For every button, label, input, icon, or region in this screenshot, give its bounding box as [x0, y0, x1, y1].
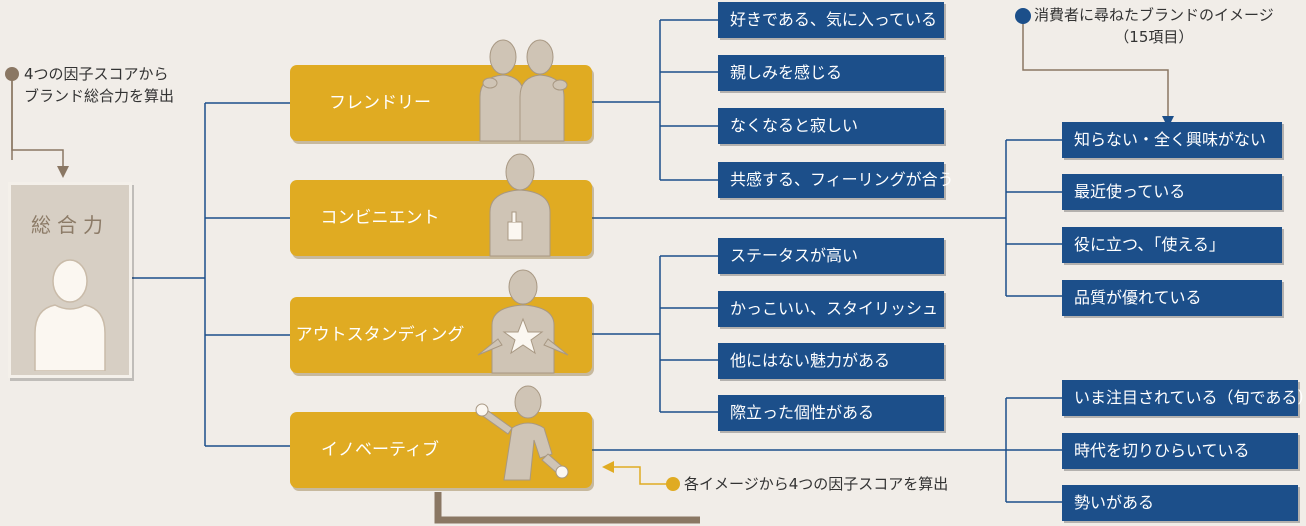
item-box: 品質が優れている: [1062, 280, 1282, 316]
top-left-note: 4つの因子スコアから ブランド総合力を算出: [24, 65, 175, 105]
item-box: 際立った個性がある: [718, 395, 944, 431]
two-people-icon: [479, 39, 568, 142]
item-box: かっこいい、スタイリッシュ: [718, 291, 944, 327]
item-box: 最近使っている: [1062, 174, 1282, 210]
item-box: 勢いがある: [1062, 485, 1298, 521]
star-person-icon: [477, 269, 569, 374]
item-box: 他にはない魅力がある: [718, 343, 944, 379]
factor-outstanding: アウトスタンディング: [290, 269, 592, 374]
item-box: 親しみを感じる: [718, 55, 944, 91]
item-box: 好きである、気に入っている: [718, 2, 944, 38]
factor-outstanding-label: アウトスタンディング: [295, 325, 465, 345]
factor-innovative: イノベーティブ: [290, 385, 592, 488]
factor-innovative-label: イノベーティブ: [321, 440, 439, 460]
top-right-note: 消費者に尋ねたブランドのイメージ （15項目）: [1034, 6, 1274, 46]
total-card: 総合力: [8, 182, 132, 378]
running-person-icon: [475, 385, 569, 481]
factor-convenient: コンビニエント: [290, 153, 592, 257]
factor-friendly-label: フレンドリー: [329, 93, 431, 113]
item-box: 時代を切りひらいている: [1062, 433, 1298, 469]
item-box: 役に立つ、「使える」: [1062, 227, 1282, 263]
factor-friendly: フレンドリー: [290, 39, 592, 142]
item-box: なくなると寂しい: [718, 108, 944, 144]
thumbs-up-person-icon: [489, 153, 551, 257]
item-box: いま注目されている（旬である）: [1062, 380, 1306, 416]
card-title: 総合力: [31, 213, 109, 237]
item-box: 共感する、フィーリングが合う: [718, 162, 954, 198]
bottom-note: 各イメージから4つの因子スコアを算出: [684, 475, 949, 493]
item-box: ステータスが高い: [718, 238, 944, 274]
person-icon: [34, 259, 106, 371]
factor-convenient-label: コンビニエント: [320, 208, 440, 228]
item-box: 知らない・全く興味がない: [1062, 122, 1282, 158]
